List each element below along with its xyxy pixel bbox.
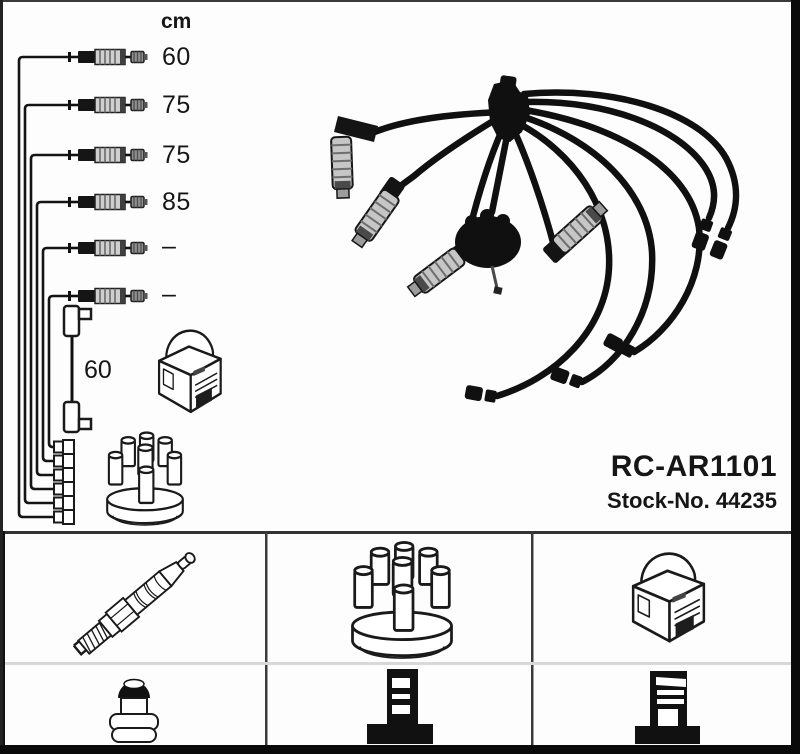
legend-icons — [69, 540, 706, 744]
elbow-boot-2 — [347, 177, 405, 251]
elbow-boot-1 — [330, 116, 378, 200]
wire-length-label-5: – — [162, 232, 177, 260]
plug-terminal-nut-icon — [109, 678, 159, 743]
coil-wire-length-label: 60 — [84, 356, 112, 384]
cable-end-terminal — [549, 365, 584, 390]
distributor-cap-icon — [351, 540, 453, 660]
elbow-boot-4 — [543, 197, 612, 263]
wire-length-label-2: 75 — [162, 91, 191, 119]
cable-bundle-stub — [499, 75, 517, 91]
part-number: RC-AR1101 — [610, 450, 777, 483]
unit-header-cm: cm — [161, 10, 192, 33]
wire-bus-lines — [17, 55, 68, 519]
stock-number: Stock-No. 44235 — [607, 488, 777, 513]
ignition-coil-icon-schematic — [157, 329, 222, 414]
coil-boot — [455, 209, 521, 295]
wire-length-label-1: 60 — [162, 43, 191, 71]
wire-connector-icons — [67, 48, 149, 305]
cables — [356, 89, 740, 400]
distributor-cap-icon-schematic — [106, 431, 184, 527]
wire-length-label-6: – — [162, 280, 177, 308]
wire-length-label-3: 75 — [162, 141, 191, 169]
cable-end-terminal — [690, 217, 715, 252]
cable-end-terminal — [464, 384, 498, 404]
distributor-terminal-icon-2 — [635, 671, 700, 744]
ignition-coil-icon — [631, 552, 706, 643]
distributor-terminal-icon-1 — [367, 669, 433, 744]
product-photo — [330, 75, 740, 404]
cable-bundle-knot — [488, 80, 530, 142]
cable-end-terminal — [708, 226, 734, 261]
length-schematic — [17, 48, 222, 527]
spark-plug-icon — [69, 544, 203, 663]
distributor-terminal-icons — [53, 439, 75, 525]
coil-wire-icon — [62, 304, 93, 434]
wire-length-label-4: 85 — [162, 188, 191, 216]
